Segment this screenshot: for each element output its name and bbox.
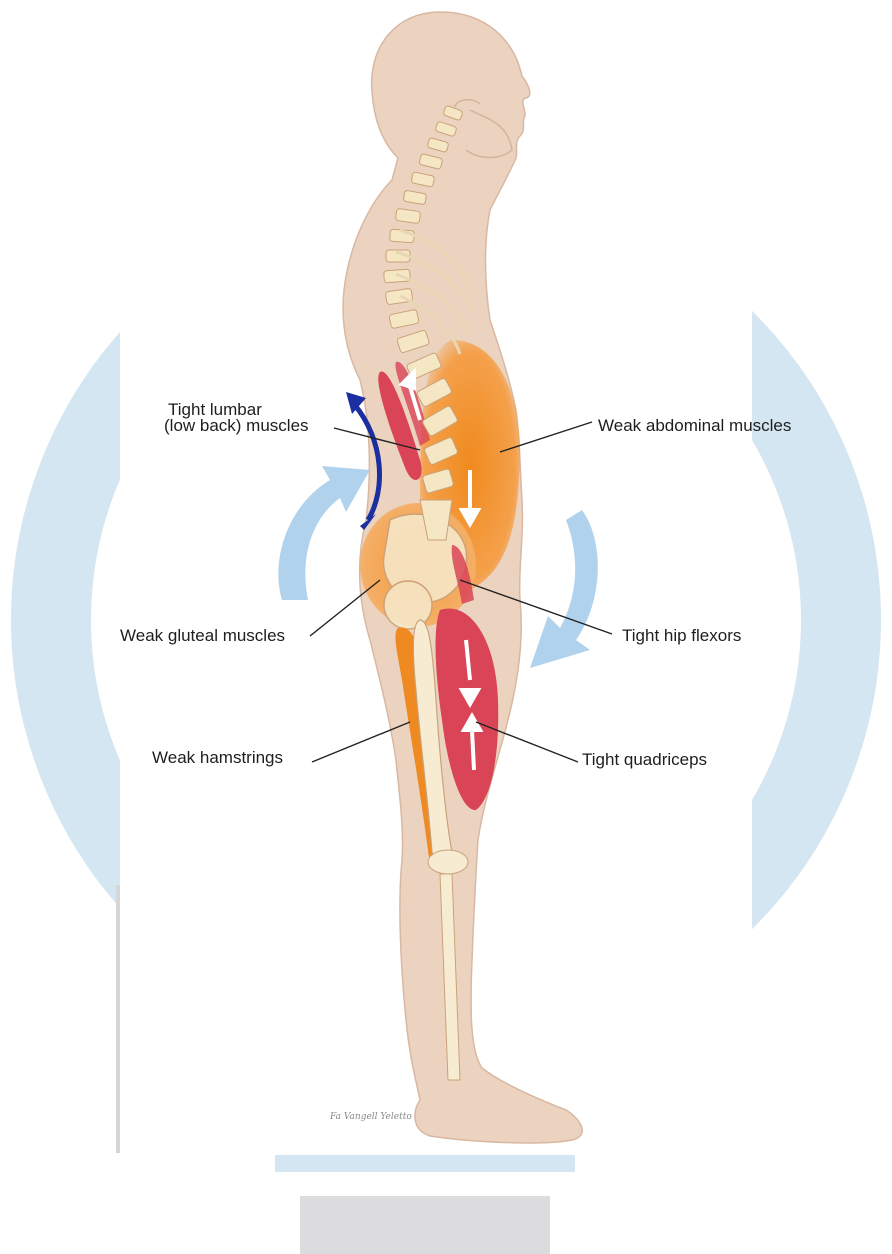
tight-quadriceps-label: Tight quadriceps: [582, 750, 707, 769]
tight-hip-flexors-label: Tight hip flexors: [622, 626, 741, 645]
curved-rotation-arrow-icon: [278, 466, 370, 600]
weak-hamstrings-label: Weak hamstrings: [152, 748, 283, 767]
weak-abdominal-label: Weak abdominal muscles: [598, 416, 791, 435]
curved-rotation-arrow-icon: [530, 510, 598, 668]
artist-signature: Fa Vangell Yeletto: [330, 1112, 412, 1122]
tight-lumbar-label-line2: (low back) muscles: [164, 416, 309, 435]
weak-gluteal-label: Weak gluteal muscles: [120, 626, 285, 645]
